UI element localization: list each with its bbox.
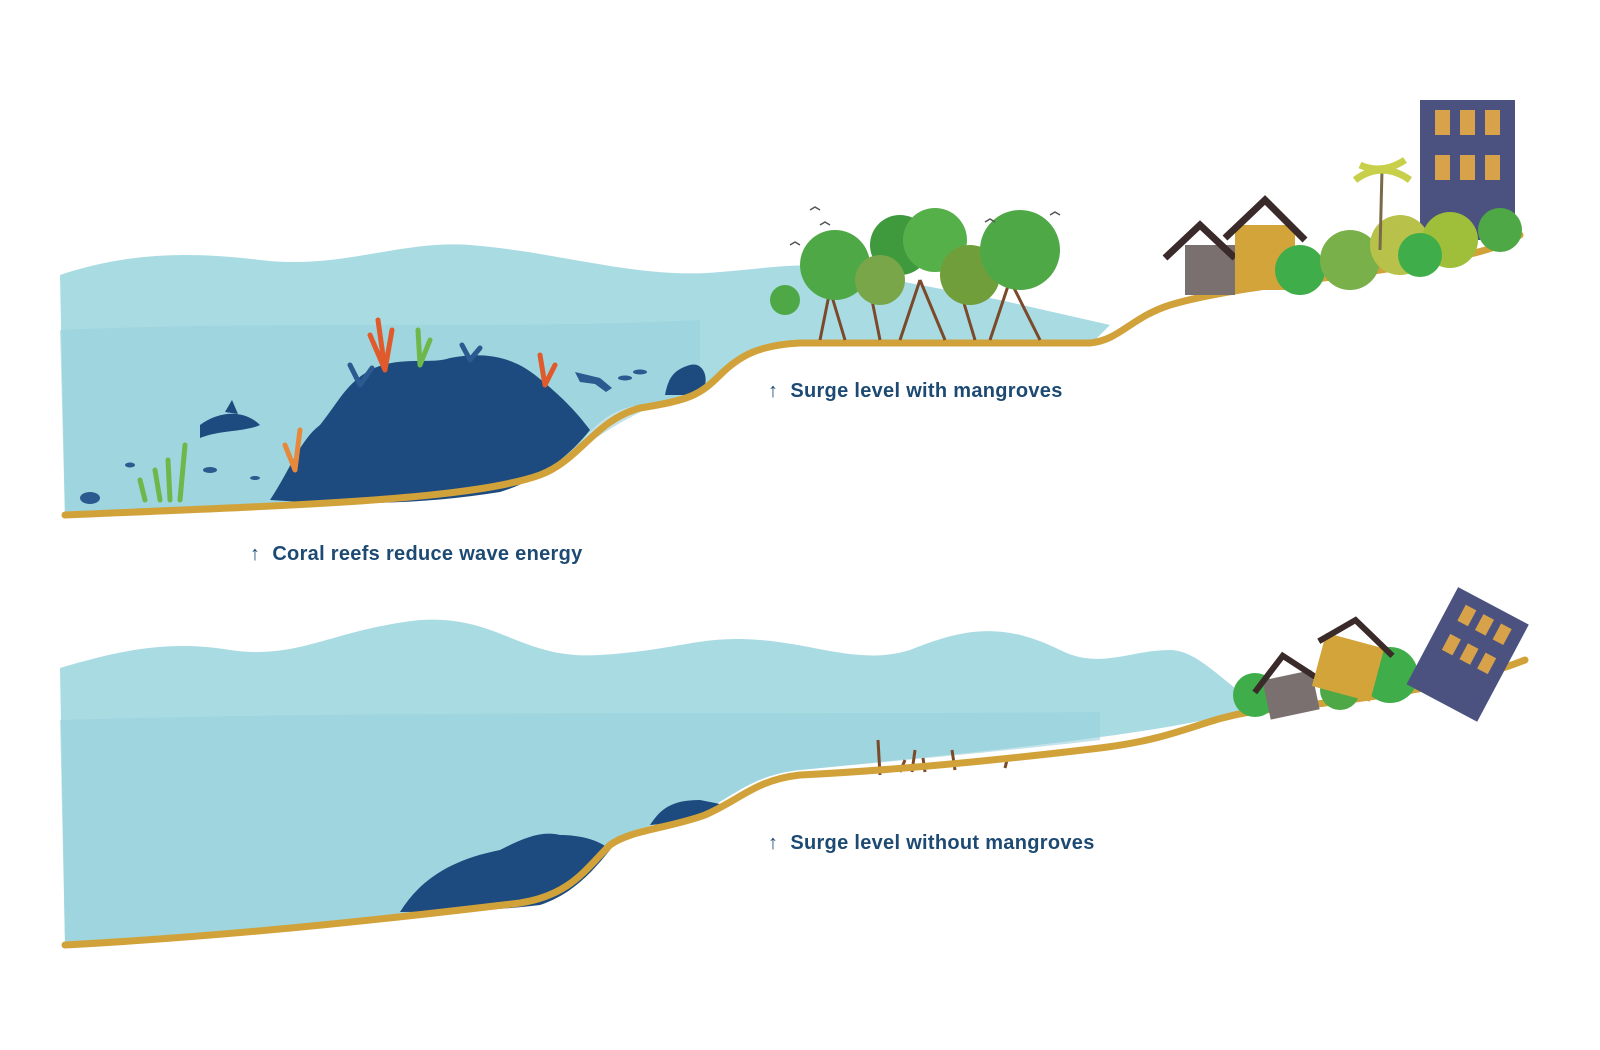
dead-reef-small <box>650 800 725 825</box>
scene-without-mangroves <box>60 587 1529 949</box>
birds <box>789 206 1061 246</box>
surge-with-mangroves-label: ↑ Surge level with mangroves <box>768 380 1063 403</box>
diver <box>575 372 612 392</box>
fish-shark <box>200 400 260 438</box>
arrow-up-icon: ↑ <box>768 832 779 854</box>
reef-mound <box>270 355 590 504</box>
reef-rock-small <box>665 364 706 395</box>
surge-without-mangroves-text: Surge level without mangroves <box>790 832 1095 854</box>
arrow-up-icon: ↑ <box>768 380 779 402</box>
water-bottom-deep <box>60 712 1100 945</box>
small-fish <box>80 369 647 504</box>
coral-reef-text: Coral reefs reduce wave energy <box>272 543 583 565</box>
village-damaged <box>1233 587 1529 722</box>
arrow-up-icon: ↑ <box>250 543 261 565</box>
village-with-mangroves <box>1162 100 1522 295</box>
coral-branches <box>137 317 558 503</box>
scene-with-mangroves <box>60 100 1524 519</box>
coral-reef-label: ↑ Coral reefs reduce wave energy <box>250 543 583 566</box>
surge-without-mangroves-label: ↑ Surge level without mangroves <box>768 832 1095 855</box>
mangrove-trees <box>770 208 1060 341</box>
surge-with-mangroves-text: Surge level with mangroves <box>790 380 1063 402</box>
